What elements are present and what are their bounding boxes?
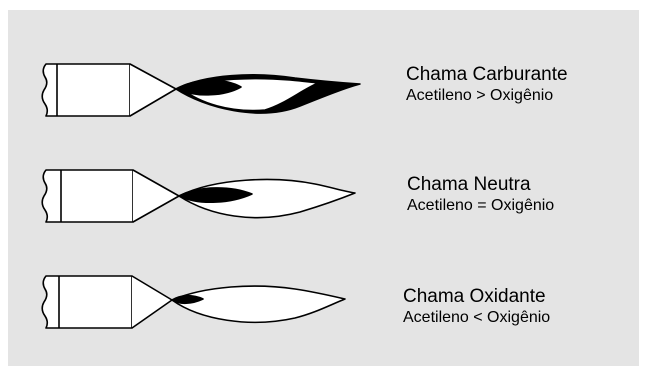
torch-body-icon [41,275,133,329]
torch-nozzle-cone [129,63,177,117]
flame-label-carburante: Chama Carburante Acetileno > Oxigênio [406,64,568,106]
flame-subtitle: Acetileno < Oxigênio [403,309,551,326]
inner-cone [175,79,242,96]
flame-subtitle: Acetileno > Oxigênio [406,87,554,104]
flame-subtitle: Acetileno = Oxigênio [407,197,555,214]
inner-cone [178,187,253,204]
torch-neutra [41,169,356,223]
torch-carburante [41,63,361,117]
inner-cone [171,294,204,305]
torch-oxidante [41,275,346,329]
flame-label-neutra: Chama Neutra Acetileno = Oxigênio [407,174,554,216]
torch-nozzle-cone [131,275,173,329]
flame-title: Chama Neutra [407,174,531,195]
torch-nozzle-cone [132,169,180,223]
outer-flame-envelope [171,285,346,324]
torch-body-icon [41,169,134,223]
flame-title: Chama Carburante [406,64,568,85]
torch-body-icon [41,63,131,117]
flame-label-oxidante: Chama Oxidante Acetileno < Oxigênio [403,286,550,328]
flame-title: Chama Oxidante [403,286,546,307]
